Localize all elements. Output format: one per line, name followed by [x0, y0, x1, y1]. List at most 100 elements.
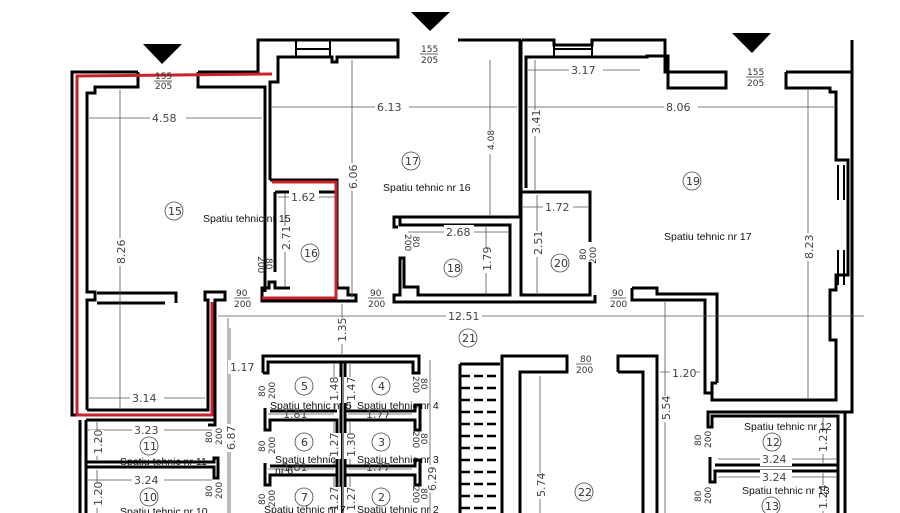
frac-155-center: 155 — [421, 45, 438, 55]
dim-6-87: 6.87 — [225, 426, 238, 451]
room-number-10: 10 — [143, 491, 157, 504]
dim-1-27-room7: 1.27 — [328, 487, 341, 512]
door-200-room2: 200 — [410, 486, 420, 503]
room-number-17: 17 — [405, 155, 419, 168]
walls-room-18 — [392, 217, 597, 304]
door-200-room18: 200 — [402, 234, 412, 251]
room-number-2: 2 — [378, 491, 385, 504]
dim-1-27-room6: 1.27 — [328, 433, 341, 458]
room-label-6: Spatiu tehnic — [275, 454, 336, 466]
dim-2-71: 2.71 — [280, 226, 293, 251]
dim-1-30: 1.30 — [345, 433, 358, 458]
walls-rooms-11-10 — [78, 418, 220, 513]
room-numbers: 15 16 17 18 19 20 21 22 5 4 6 3 7 2 11 1… — [139, 151, 782, 513]
entrance-fractions: 155 205 155 205 155 205 — [154, 45, 764, 92]
walls-room-15 — [70, 38, 300, 427]
room-number-6: 6 — [301, 436, 308, 449]
door-200-1: 200 — [234, 300, 251, 310]
door-200-2: 200 — [368, 300, 385, 310]
walls-room-19 — [522, 38, 854, 420]
door-80-room2: 80 — [418, 488, 428, 500]
walls-room-22 — [458, 354, 659, 513]
walls-room-17 — [258, 38, 522, 303]
dim-1-17: 1.17 — [230, 361, 255, 374]
entrance-marker-left-icon — [143, 44, 182, 64]
room-label-11: Spatiu tehnic nr 11 — [120, 456, 207, 468]
dim-4-08: 4.08 — [487, 130, 497, 150]
highlighted-boundary — [75, 72, 338, 417]
dim-2-68: 2.68 — [446, 226, 471, 239]
room-label-7: Spatiu tehnic nr 7 — [264, 504, 346, 513]
door-80-room7: 80 — [258, 493, 268, 505]
door-200-room5: 200 — [268, 382, 278, 399]
door-90-1: 90 — [236, 289, 248, 299]
dim-3-23: 3.23 — [134, 424, 159, 437]
dim-6-13: 6.13 — [377, 101, 402, 114]
door-80-room13: 80 — [694, 490, 704, 502]
dim-1-20-corridor: 1.20 — [672, 367, 697, 380]
dim-3-24-room12: 3.24 — [762, 453, 787, 466]
dim-3-17: 3.17 — [571, 64, 596, 77]
door-90-2: 90 — [370, 289, 382, 299]
room-label-10: Spatiu tehnic nr 10 — [120, 506, 208, 513]
door-200-room12: 200 — [704, 431, 714, 448]
room-label-5: Spatiu tehnic nr 5 — [270, 400, 352, 412]
door-200-room10: 200 — [215, 482, 225, 499]
dim-4-58: 4.58 — [152, 112, 177, 125]
dimension-labels: 4.58 8.26 3.14 6.13 6.06 4.08 1.62 2.71 … — [90, 63, 830, 513]
dim-1-27-room2: 1.27 — [345, 487, 358, 512]
room-number-20: 20 — [554, 257, 568, 270]
frac-155-right: 155 — [747, 68, 764, 78]
room-number-21: 21 — [462, 332, 476, 345]
dim-12-51: 12.51 — [448, 310, 480, 323]
dim-1-35: 1.35 — [336, 318, 349, 343]
dim-1-62: 1.62 — [291, 191, 316, 204]
door-200-room4: 200 — [410, 376, 420, 393]
room-number-11: 11 — [143, 440, 157, 453]
room-number-16: 16 — [304, 247, 318, 260]
dim-1-23: 1.23 — [817, 428, 830, 453]
door-200-room7: 200 — [268, 490, 278, 507]
door-80-room5: 80 — [258, 385, 268, 397]
door-200-stair: 200 — [576, 366, 593, 376]
dim-1-77-room3: 1.77 — [366, 461, 391, 474]
dim-5-54: 5.54 — [660, 396, 673, 421]
room-label-15: Spatiu tehnic nr 15 — [203, 213, 291, 225]
room-label-13: Spatiu tehnic nr 13 — [742, 485, 830, 497]
room-label-19: Spatiu tehnic nr 17 — [664, 231, 752, 243]
door-200-3: 200 — [610, 300, 627, 310]
room-labels: Spatiu tehnic nr 15 Spatiu tehnic nr 16 … — [120, 182, 832, 513]
walls-rooms-12-13 — [706, 412, 847, 513]
dim-6-29: 6.29 — [426, 467, 439, 492]
room-number-12: 12 — [766, 436, 780, 449]
room-number-18: 18 — [447, 262, 461, 275]
room-number-22: 22 — [578, 486, 592, 499]
frac-205-left: 205 — [155, 82, 172, 92]
room-number-3: 3 — [378, 436, 385, 449]
room-number-15: 15 — [168, 205, 182, 218]
room-number-19: 19 — [686, 175, 700, 188]
dim-1-72: 1.72 — [545, 201, 570, 214]
door-90-3: 90 — [612, 289, 624, 299]
walls-central-block — [261, 354, 422, 513]
staircase — [461, 374, 500, 510]
dim-2-51: 2.51 — [532, 231, 545, 256]
room-number-13: 13 — [765, 500, 779, 513]
dim-1-24: 1.24 — [817, 485, 830, 510]
walls-room-20 — [519, 40, 592, 297]
door-200-room20: 200 — [589, 247, 599, 264]
door-200-room16: 200 — [255, 256, 265, 273]
dim-1-47: 1.47 — [345, 377, 358, 402]
door-80-room16: 80 — [263, 258, 273, 270]
door-fractions: 90 200 90 200 90 200 80 200 80 200 80 20… — [205, 234, 714, 507]
dim-6-06: 6.06 — [347, 165, 360, 190]
dim-1-77-room4: 1.77 — [366, 408, 391, 421]
dim-3-14: 3.14 — [132, 392, 157, 405]
dimension-lines — [88, 60, 864, 513]
room-number-5: 5 — [301, 380, 308, 393]
dim-3-24-room13: 3.24 — [762, 471, 787, 484]
frac-155-left: 155 — [155, 72, 172, 82]
dim-8-23: 8.23 — [803, 235, 816, 260]
door-80-room20: 80 — [579, 248, 589, 260]
